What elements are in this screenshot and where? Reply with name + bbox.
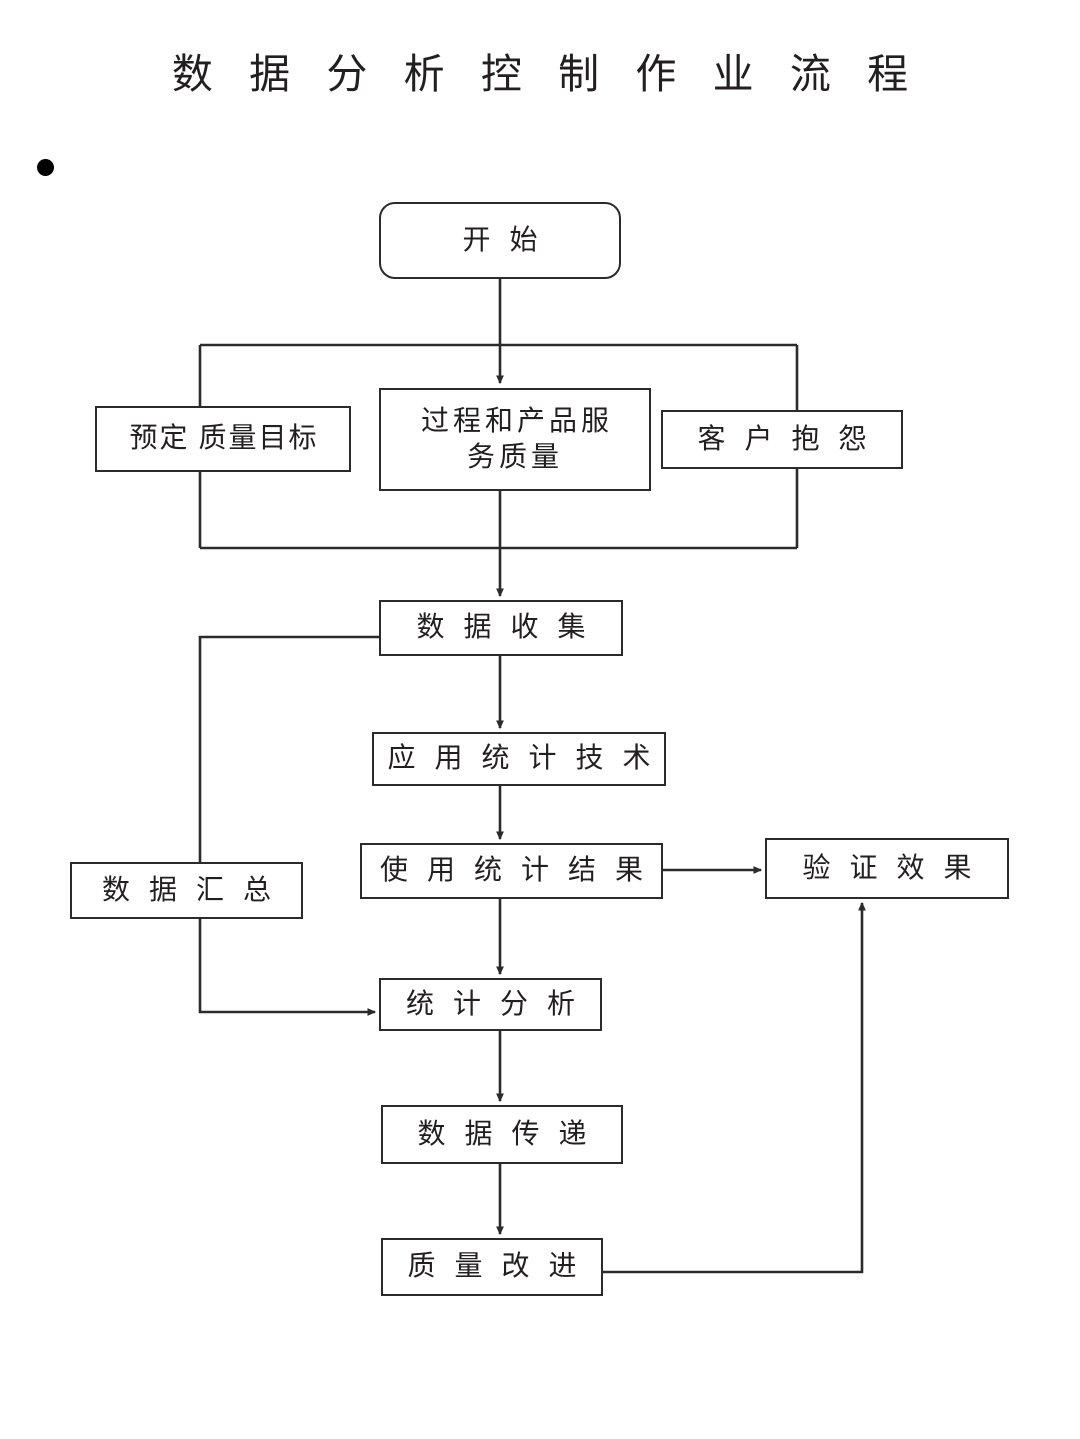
node-statistical-analysis-label: 统 计 分 析 (405, 988, 581, 1020)
node-quality-improvement[interactable]: 质 量 改 进 (381, 1238, 603, 1296)
node-start[interactable]: 开 始 (379, 202, 621, 279)
node-customer-complaint-label: 客 户 抱 怨 (697, 423, 873, 455)
page-title: 数 据 分 析 控 制 作 业 流 程 (171, 51, 922, 97)
edge-collect-loop-to-analysis (198, 635, 379, 1016)
node-start-label: 开 始 (462, 224, 544, 256)
node-verify-effectiveness[interactable]: 验 证 效 果 (765, 838, 1009, 899)
node-data-transfer[interactable]: 数 据 传 递 (381, 1105, 623, 1164)
edge-improve-feedback-to-verify (603, 901, 866, 1274)
node-predetermined-quality-goal-label: 预定 质量目标 (129, 423, 319, 455)
node-data-transfer-label: 数 据 传 递 (417, 1118, 593, 1150)
node-data-collection[interactable]: 数 据 收 集 (379, 600, 623, 656)
node-apply-statistical-techniques[interactable]: 应 用 统 计 技 术 (372, 732, 666, 786)
node-predetermined-quality-goal[interactable]: 预定 质量目标 (95, 406, 351, 472)
node-verify-effectiveness-label: 验 证 效 果 (802, 852, 978, 884)
node-use-statistical-results[interactable]: 使 用 统 计 结 果 (360, 843, 663, 899)
node-data-summary-label: 数 据 汇 总 (101, 874, 277, 906)
node-process-and-product-service-quality[interactable]: 过程和产品服 务质量 (379, 388, 651, 491)
node-data-collection-label: 数 据 收 集 (416, 612, 592, 644)
node-statistical-analysis[interactable]: 统 计 分 析 (379, 978, 602, 1031)
node-use-statistical-results-label: 使 用 统 计 结 果 (379, 855, 649, 887)
node-process-and-product-service-quality-label: 过程和产品服 务质量 (420, 405, 613, 473)
bullet-point-icon (37, 159, 54, 176)
node-data-summary[interactable]: 数 据 汇 总 (70, 862, 303, 919)
node-customer-complaint[interactable]: 客 户 抱 怨 (661, 410, 903, 469)
node-quality-improvement-label: 质 量 改 进 (407, 1251, 583, 1283)
node-apply-statistical-techniques-label: 应 用 统 计 技 术 (387, 743, 657, 775)
